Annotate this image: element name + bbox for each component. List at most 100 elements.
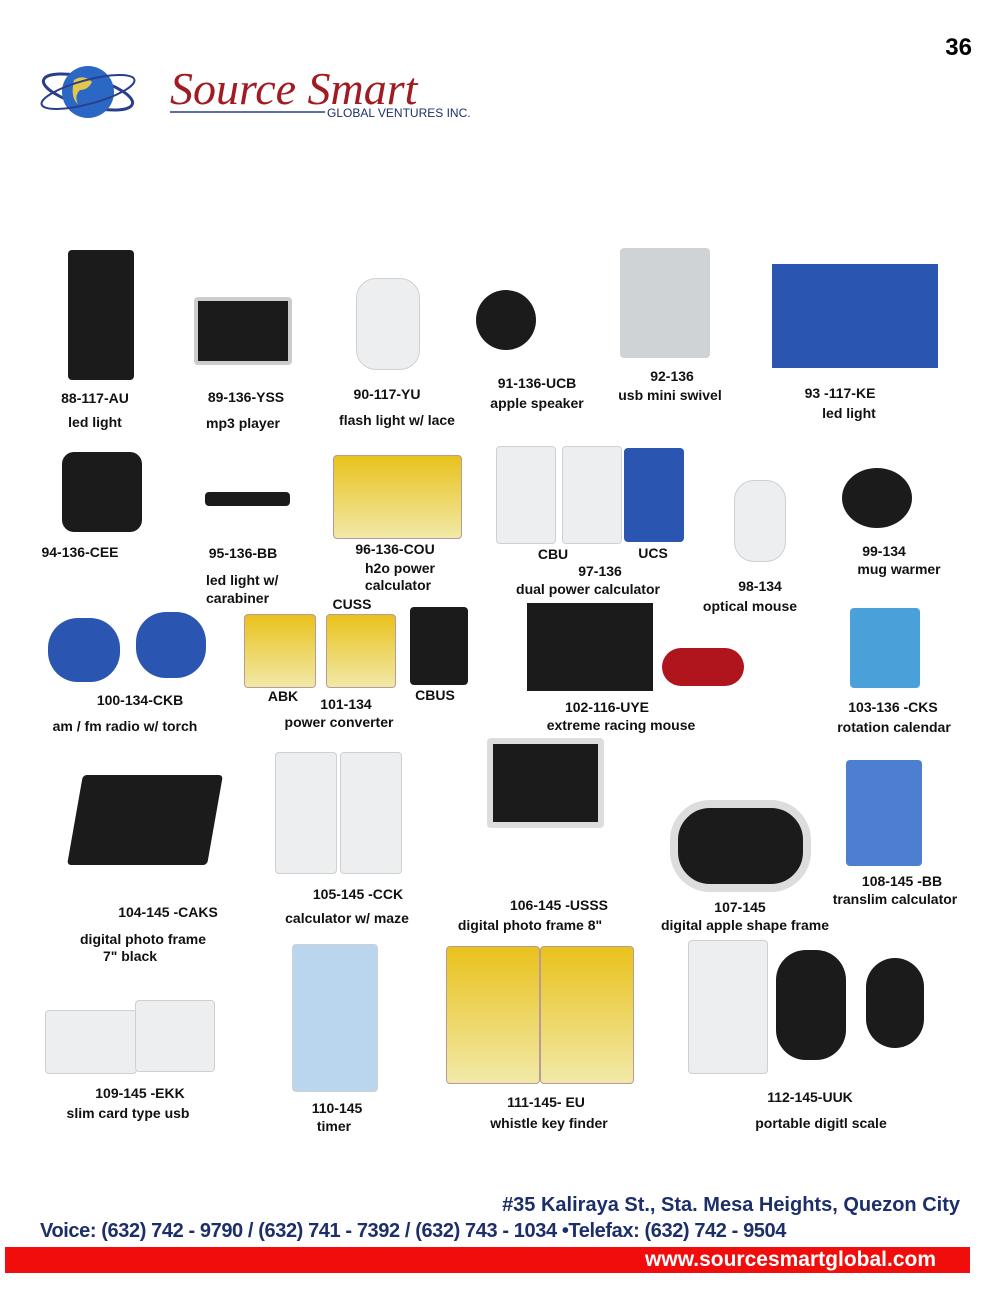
product-name: apple speaker bbox=[490, 395, 584, 411]
product-image-103 bbox=[850, 608, 920, 688]
product-name: flash light w/ lace bbox=[339, 412, 455, 428]
product-image-111b bbox=[540, 946, 634, 1084]
product-name: extreme racing mouse bbox=[546, 717, 696, 733]
product-code: 109-145 -EKK bbox=[95, 1085, 185, 1101]
product-name: led light bbox=[822, 405, 876, 421]
product-variant: UCS bbox=[638, 545, 668, 561]
product-code: 108-145 -BB bbox=[861, 873, 943, 889]
product-image-99 bbox=[842, 468, 912, 528]
product-name: digital apple shape frame bbox=[660, 917, 830, 933]
product-code: 98-134 bbox=[738, 578, 782, 594]
product-name: h2o power bbox=[364, 560, 436, 576]
product-code: 110-145 bbox=[311, 1100, 363, 1116]
product-image-112a bbox=[688, 940, 768, 1074]
product-name: digital photo frame bbox=[80, 931, 206, 947]
product-code: 104-145 -CAKS bbox=[118, 904, 218, 920]
product-image-92 bbox=[620, 248, 710, 358]
brand-subtitle: GLOBAL VENTURES INC. bbox=[327, 106, 471, 120]
product-code: 96-136-COU bbox=[355, 541, 435, 557]
footer-address: #35 Kaliraya St., Sta. Mesa Heights, Que… bbox=[502, 1194, 960, 1216]
footer-phones: Voice: (632) 742 - 9790 / (632) 741 - 73… bbox=[40, 1220, 786, 1242]
product-image-108 bbox=[846, 760, 922, 866]
product-image-101a bbox=[244, 614, 316, 688]
product-name: dual power calculator bbox=[516, 581, 660, 597]
product-name: calculator w/ maze bbox=[285, 910, 409, 926]
product-code: 95-136-BB bbox=[208, 545, 278, 561]
product-name: whistle key finder bbox=[490, 1115, 608, 1131]
product-name: mp3 player bbox=[206, 415, 280, 431]
product-name: optical mouse bbox=[702, 598, 798, 614]
product-name: power converter bbox=[284, 714, 394, 730]
product-code: 90-117-YU bbox=[353, 386, 421, 402]
product-code: 100-134-CKB bbox=[96, 692, 184, 708]
product-name: slim card type usb bbox=[66, 1105, 190, 1121]
product-image-107 bbox=[670, 800, 811, 892]
product-image-90 bbox=[356, 278, 420, 370]
product-name: am / fm radio w/ torch bbox=[52, 718, 198, 734]
product-image-97a bbox=[496, 446, 556, 544]
product-name: translim calculator bbox=[832, 891, 958, 907]
product-image-109a bbox=[45, 1010, 137, 1074]
footer-bar: www.sourcesmartglobal.com bbox=[5, 1247, 970, 1273]
product-variant: CBUS bbox=[415, 687, 455, 703]
product-image-104 bbox=[67, 775, 223, 865]
product-image-96 bbox=[333, 455, 462, 539]
product-name: timer bbox=[316, 1118, 352, 1134]
website-link[interactable]: www.sourcesmartglobal.com bbox=[645, 1248, 936, 1271]
product-image-109b bbox=[135, 1000, 215, 1072]
product-image-97b bbox=[562, 446, 622, 544]
product-variant: ABK bbox=[267, 688, 299, 704]
product-code: 93 -117-KE bbox=[804, 385, 876, 401]
product-image-112b bbox=[776, 950, 846, 1060]
product-code: 103-136 -CKS bbox=[848, 699, 938, 715]
product-name: rotation calendar bbox=[837, 719, 951, 735]
product-image-102 bbox=[527, 603, 653, 691]
product-code: 112-145-UUK bbox=[767, 1089, 853, 1105]
product-variant: CBU bbox=[537, 546, 569, 562]
product-code: 105-145 -CCK bbox=[312, 886, 404, 902]
product-code: 92-136 bbox=[650, 368, 694, 384]
product-name: digital photo frame 8" bbox=[457, 917, 603, 933]
product-image-105a bbox=[275, 752, 337, 874]
product-image-88 bbox=[68, 250, 134, 380]
product-name: portable digitl scale bbox=[755, 1115, 887, 1131]
page-number: 36 bbox=[945, 34, 972, 61]
product-image-94 bbox=[62, 452, 142, 532]
product-code: 102-116-UYE bbox=[564, 699, 650, 715]
product-code: 88-117-AU bbox=[61, 390, 129, 406]
product-name: led light bbox=[68, 414, 122, 430]
product-name: 7" black bbox=[102, 948, 158, 964]
product-image-100a bbox=[48, 618, 120, 682]
product-code: 94-136-CEE bbox=[41, 544, 119, 560]
brand-name: Source Smart bbox=[170, 63, 418, 114]
product-code: 91-136-UCB bbox=[497, 375, 577, 391]
product-code: 107-145 bbox=[714, 899, 766, 915]
product-image-102-car bbox=[662, 648, 744, 686]
product-image-110 bbox=[292, 944, 378, 1092]
product-code: 99-134 bbox=[862, 543, 906, 559]
globe-logo-icon bbox=[40, 66, 325, 118]
product-image-97c bbox=[624, 448, 684, 542]
product-name: led light w/ bbox=[206, 572, 279, 588]
product-code: 89-136-YSS bbox=[207, 389, 285, 405]
product-image-95 bbox=[205, 492, 290, 506]
company-logo: Source Smart GLOBAL VENTURES INC. bbox=[40, 60, 480, 130]
product-name: calculator bbox=[364, 577, 432, 593]
product-name: carabiner bbox=[206, 590, 270, 606]
product-image-105b bbox=[340, 752, 402, 874]
product-code: 106-145 -USSS bbox=[509, 897, 609, 913]
product-image-106 bbox=[487, 738, 604, 828]
product-name: usb mini swivel bbox=[618, 387, 722, 403]
product-image-91 bbox=[476, 290, 536, 350]
product-code: 101-134 bbox=[320, 696, 372, 712]
product-image-101b bbox=[326, 614, 396, 688]
product-image-112c bbox=[866, 958, 924, 1048]
product-image-89 bbox=[194, 297, 292, 365]
product-variant: CUSS bbox=[332, 596, 372, 612]
product-code: 111-145- EU bbox=[507, 1094, 585, 1110]
product-image-93 bbox=[772, 264, 938, 368]
product-code: 97-136 bbox=[578, 563, 622, 579]
product-image-101c bbox=[410, 607, 468, 685]
product-name: mug warmer bbox=[857, 561, 941, 577]
product-image-111a bbox=[446, 946, 540, 1084]
